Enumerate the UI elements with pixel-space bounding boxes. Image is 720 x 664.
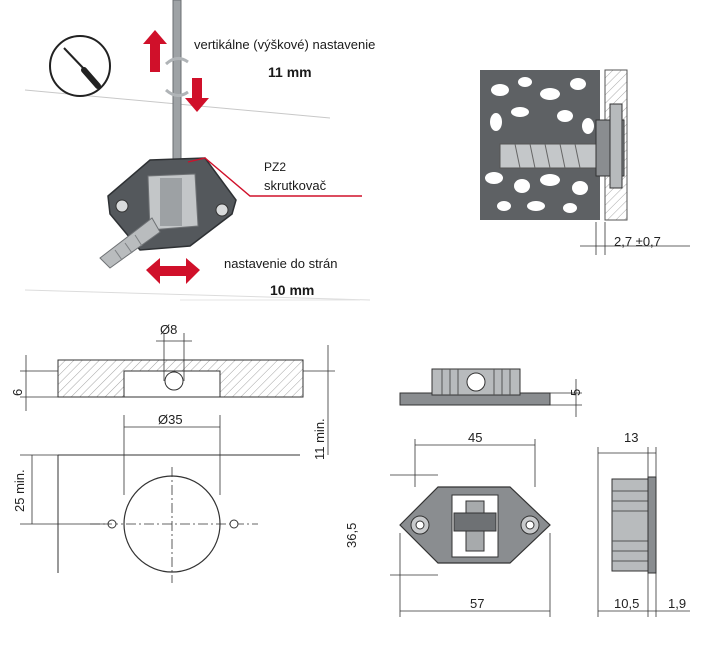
height-5-dim: 5 xyxy=(568,388,583,396)
vertical-adjust-value: 11 mm xyxy=(268,64,312,80)
side-arrow-icon xyxy=(146,258,200,284)
depth-1-9-dim: 1,9 xyxy=(668,596,687,611)
min-edge-25-dim: 25 min. xyxy=(12,469,27,512)
drilling-plan xyxy=(20,333,335,583)
screwdriver-icon xyxy=(49,35,111,97)
width-57-dim: 57 xyxy=(470,596,485,611)
depth-10-5-dim: 10,5 xyxy=(614,596,640,611)
vertical-adjust-label: vertikálne (výškové) nastavenie xyxy=(194,37,376,52)
height-36-5-dim: 36,5 xyxy=(344,522,359,548)
tool-type-label: PZ2 xyxy=(264,160,287,174)
tool-name-label: skrutkovač xyxy=(264,178,327,193)
up-arrow-icon xyxy=(143,30,167,72)
hole-small-dim: Ø8 xyxy=(160,322,178,337)
side-adjust-label: nastavenie do strán xyxy=(224,256,338,271)
dowel xyxy=(99,217,161,269)
depth-13-dim: 13 xyxy=(624,430,639,445)
side-adjust-value: 10 mm xyxy=(270,282,315,298)
thickness-dim: 6 xyxy=(10,388,25,396)
down-arrow-icon xyxy=(185,78,209,112)
hanger-views xyxy=(390,368,690,617)
adjustment-illustration xyxy=(24,0,371,301)
hanger-body-3d xyxy=(107,157,237,251)
section-drawing xyxy=(480,69,690,255)
install-depth-dim: 2,7 ±0,7 xyxy=(614,234,661,249)
width-45-dim: 45 xyxy=(468,430,483,445)
hole-large-dim: Ø35 xyxy=(158,412,183,427)
screwdriver-shaft xyxy=(172,0,182,166)
min-edge-11-dim: 11 min. xyxy=(312,418,327,460)
